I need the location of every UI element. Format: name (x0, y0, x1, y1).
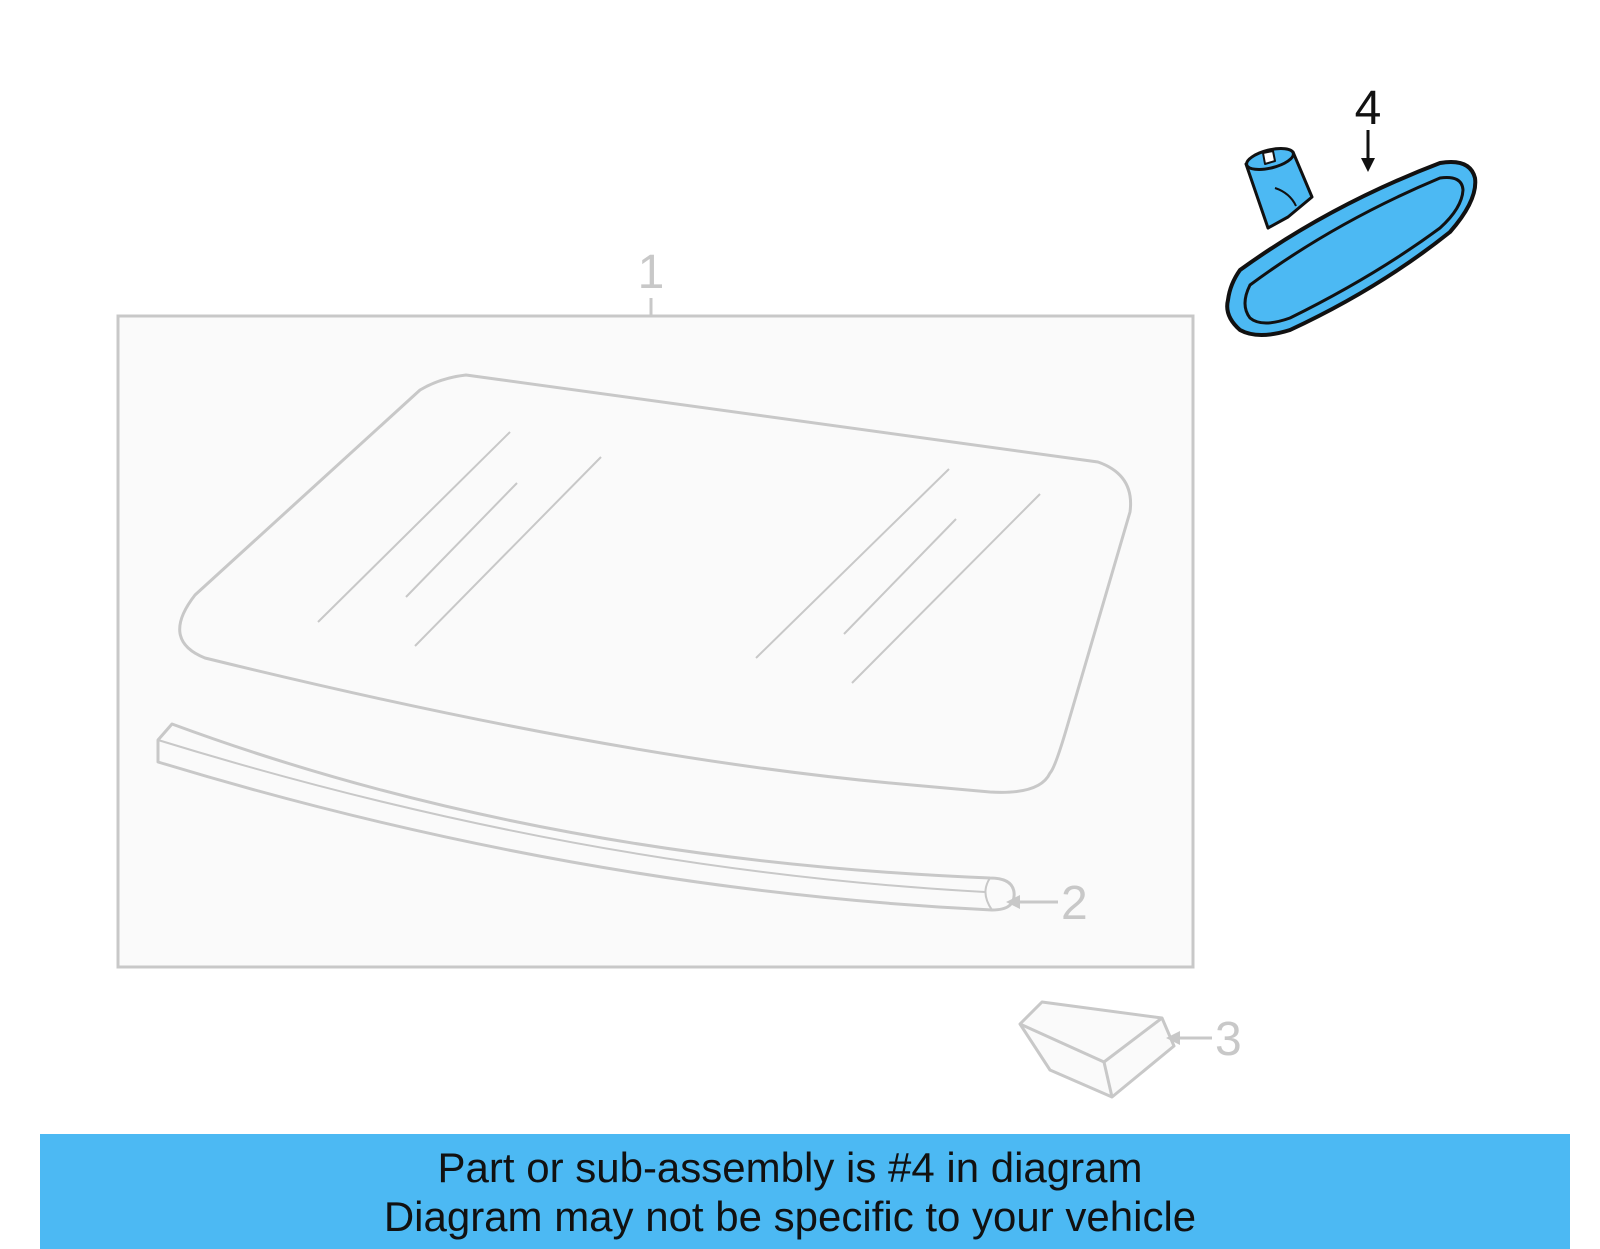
banner-line-1: Part or sub-assembly is #4 in diagram (437, 1144, 1143, 1191)
callout-1: 1 (638, 246, 665, 299)
leader-arrow-3 (1166, 1031, 1212, 1045)
assembly-frame (116, 314, 1195, 969)
glass-reflection-lines (317, 431, 1041, 684)
windshield-glass (178, 373, 1133, 794)
rearview-mirror (1225, 147, 1478, 337)
clip-bracket (1018, 1000, 1176, 1099)
mirror-mount (1244, 147, 1314, 230)
leader-arrow-4 (1361, 130, 1375, 172)
info-banner: Part or sub-assembly is #4 in diagram Di… (40, 1134, 1570, 1249)
callout-4: 4 (1355, 82, 1382, 135)
mirror-head (1225, 160, 1478, 337)
banner-line-2: Diagram may not be specific to your vehi… (383, 1193, 1197, 1240)
molding-strip (156, 722, 1016, 912)
callout-2: 2 (1061, 877, 1088, 930)
leader-arrow-2 (1006, 895, 1058, 909)
callout-3: 3 (1215, 1013, 1242, 1066)
